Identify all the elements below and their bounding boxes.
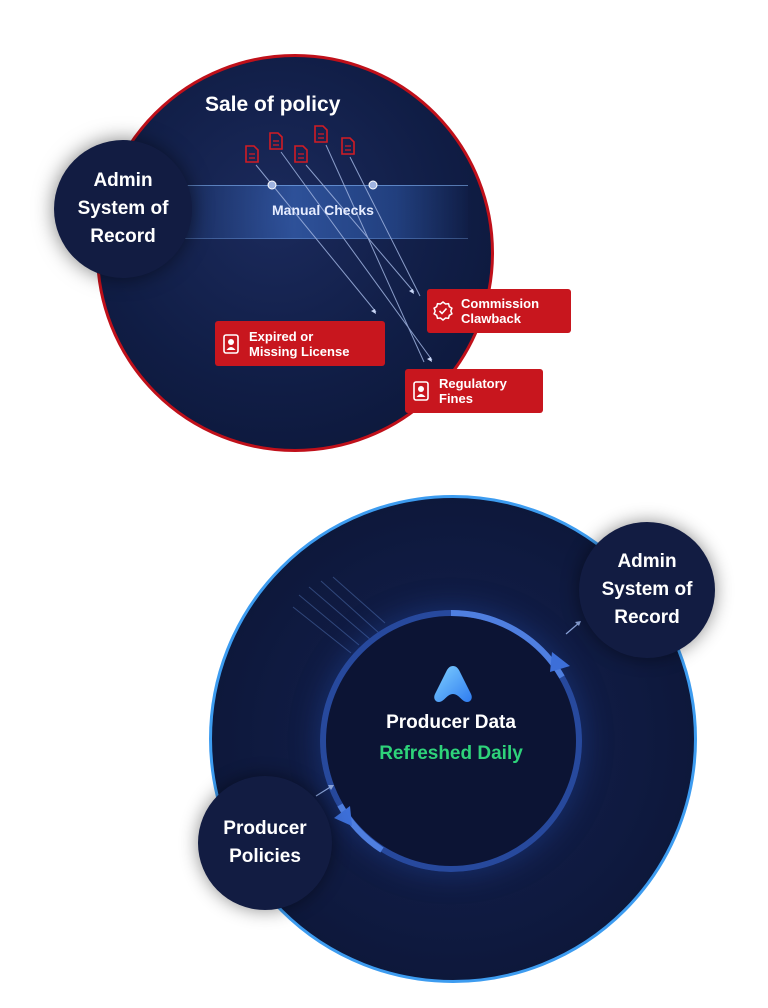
document-icon <box>314 125 328 143</box>
producer-data-title: Producer Data <box>386 712 516 733</box>
bottom-admin-system-node: Admin System of Record <box>579 522 715 658</box>
node-label-line: Producer <box>223 818 307 839</box>
node-label-line: Admin <box>617 551 677 572</box>
badge-line: Clawback <box>461 311 521 326</box>
sale-of-policy-title: Sale of policy <box>205 93 341 116</box>
document-badge-icon <box>413 381 429 401</box>
document-icons <box>245 125 355 163</box>
node-label-line: System of <box>601 579 693 600</box>
arrow-from-policies-icon <box>315 785 334 797</box>
badge-line: Expired or <box>249 328 314 344</box>
manual-checks-band <box>178 185 468 239</box>
document-icon <box>341 137 355 155</box>
arrowheads <box>371 289 432 362</box>
badge-line: Commission <box>461 296 540 311</box>
badge-line: Regulatory <box>439 376 507 391</box>
cycle-arrow-icon <box>550 652 570 672</box>
bottom-light-streaks <box>292 576 386 654</box>
arrow-to-admin-icon <box>565 621 581 635</box>
producer-data-core <box>320 610 582 872</box>
manual-checks-label: Manual Checks <box>272 202 374 218</box>
junction-dot <box>267 180 277 190</box>
cycle-arrow-icon <box>334 806 352 826</box>
producer-policies-node: Producer Policies <box>198 776 332 910</box>
refresh-cycle-ring <box>320 609 582 872</box>
top-diagram-lines <box>245 125 433 363</box>
node-label-line: Policies <box>229 846 301 867</box>
document-icon <box>294 145 308 163</box>
badge-line: Missing License <box>249 343 350 359</box>
document-icon <box>245 145 259 163</box>
refreshed-daily-subtitle: Refreshed Daily <box>379 743 523 764</box>
node-label-line: Record <box>614 607 680 628</box>
document-icon <box>269 132 283 150</box>
license-card-icon <box>223 333 239 354</box>
badge-line: Fines <box>439 391 473 406</box>
expired-license-badge: Expired or Missing License <box>215 321 385 366</box>
flow-lines <box>255 144 433 363</box>
junction-dot <box>368 180 378 190</box>
node-label-line: System of <box>77 198 169 219</box>
producer-data-logo-icon <box>434 666 472 702</box>
badge-check-icon <box>433 301 453 321</box>
node-label-line: Record <box>90 226 156 247</box>
regulatory-fines-badge: Regulatory Fines <box>405 369 543 413</box>
node-label-line: Admin <box>93 170 153 191</box>
commission-clawback-badge: Commission Clawback <box>427 289 571 333</box>
top-admin-system-node: Admin System of Record <box>54 140 192 278</box>
